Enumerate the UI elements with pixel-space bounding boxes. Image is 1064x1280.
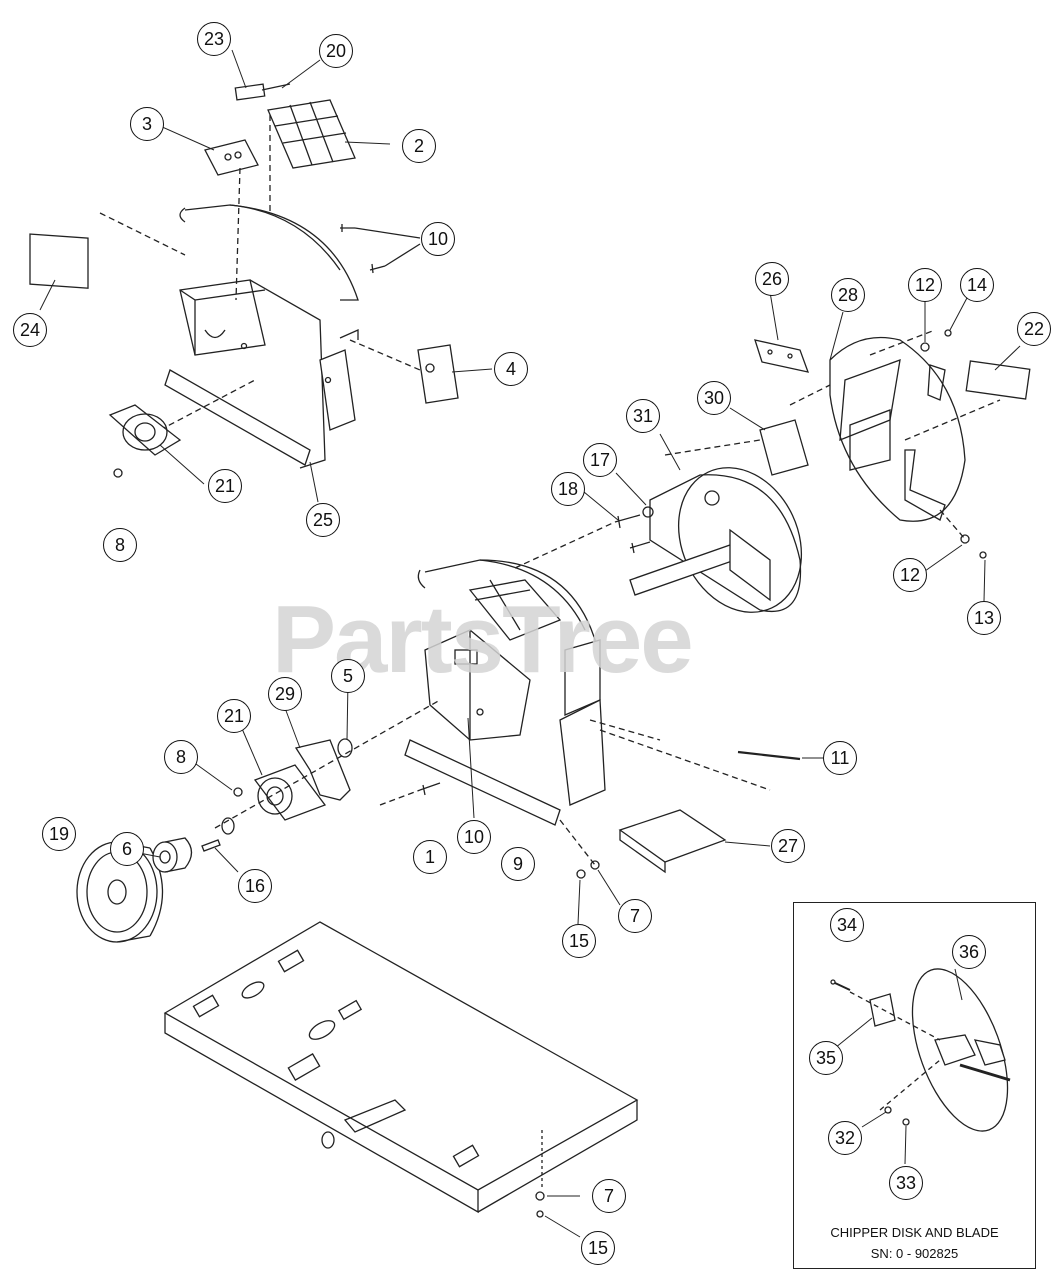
hub-6 bbox=[152, 837, 193, 873]
inset-title: CHIPPER DISK AND BLADE bbox=[830, 1225, 999, 1240]
callout-21-a[interactable]: 21 bbox=[208, 469, 242, 503]
callout-9[interactable]: 9 bbox=[501, 847, 535, 881]
decal-23 bbox=[234, 83, 266, 101]
callout-13[interactable]: 13 bbox=[967, 601, 1001, 635]
callout-15-a[interactable]: 15 bbox=[562, 924, 596, 958]
callout-33[interactable]: 33 bbox=[889, 1166, 923, 1200]
callout-11[interactable]: 11 bbox=[823, 741, 857, 775]
callout-28[interactable]: 28 bbox=[831, 278, 865, 312]
callout-14[interactable]: 14 bbox=[960, 268, 994, 302]
plate-29 bbox=[294, 739, 351, 801]
callout-12-a[interactable]: 12 bbox=[908, 268, 942, 302]
callout-2[interactable]: 2 bbox=[402, 129, 436, 163]
inset-subtitle: SN: 0 - 902825 bbox=[870, 1246, 959, 1261]
callout-27[interactable]: 27 bbox=[771, 829, 805, 863]
callout-32[interactable]: 32 bbox=[828, 1121, 862, 1155]
upper-housing-assembly bbox=[99, 115, 421, 469]
inset-chipper-disk bbox=[830, 968, 1011, 1132]
callout-5[interactable]: 5 bbox=[331, 659, 365, 693]
callout-30[interactable]: 30 bbox=[697, 381, 731, 415]
callout-34[interactable]: 34 bbox=[830, 908, 864, 942]
decal-3 bbox=[204, 139, 259, 176]
flange-bearing-lower bbox=[233, 764, 327, 821]
decal-4 bbox=[417, 344, 459, 404]
callout-15-b[interactable]: 15 bbox=[581, 1231, 615, 1265]
ring-5 bbox=[337, 738, 353, 758]
lower-housing-1 bbox=[404, 559, 771, 826]
key-16 bbox=[201, 839, 221, 852]
decal-24 bbox=[29, 233, 89, 289]
rod-11 bbox=[737, 750, 801, 761]
base-frame bbox=[163, 921, 639, 1214]
chipper-disk-28 bbox=[829, 336, 966, 522]
callout-35[interactable]: 35 bbox=[809, 1041, 843, 1075]
callout-23[interactable]: 23 bbox=[197, 22, 231, 56]
callout-1[interactable]: 1 bbox=[413, 840, 447, 874]
blade-26 bbox=[754, 339, 810, 373]
callout-25[interactable]: 25 bbox=[306, 503, 340, 537]
callout-12-b[interactable]: 12 bbox=[893, 558, 927, 592]
inset-box bbox=[793, 902, 1036, 1269]
callout-10-b[interactable]: 10 bbox=[457, 820, 491, 854]
callout-4[interactable]: 4 bbox=[494, 352, 528, 386]
callout-7-b[interactable]: 7 bbox=[592, 1179, 626, 1213]
callout-19[interactable]: 19 bbox=[42, 817, 76, 851]
callout-24[interactable]: 24 bbox=[13, 313, 47, 347]
callout-20[interactable]: 20 bbox=[319, 34, 353, 68]
callout-31[interactable]: 31 bbox=[626, 399, 660, 433]
callout-7-a[interactable]: 7 bbox=[618, 899, 652, 933]
callout-10-a[interactable]: 10 bbox=[421, 222, 455, 256]
callout-8-a[interactable]: 8 bbox=[103, 528, 137, 562]
guard-27 bbox=[618, 809, 727, 874]
callout-22[interactable]: 22 bbox=[1017, 312, 1051, 346]
callout-29[interactable]: 29 bbox=[268, 677, 302, 711]
callout-leaders bbox=[39, 49, 1021, 1238]
flange-bearing-upper bbox=[108, 404, 182, 478]
decal-2 bbox=[267, 99, 356, 169]
callout-3[interactable]: 3 bbox=[130, 107, 164, 141]
callout-16[interactable]: 16 bbox=[238, 869, 272, 903]
chipper-disk-31 bbox=[629, 467, 803, 613]
callout-6[interactable]: 6 bbox=[110, 832, 144, 866]
callout-26[interactable]: 26 bbox=[755, 262, 789, 296]
callout-18[interactable]: 18 bbox=[551, 472, 585, 506]
blade-30 bbox=[759, 419, 809, 476]
callout-17[interactable]: 17 bbox=[583, 443, 617, 477]
callout-36[interactable]: 36 bbox=[952, 935, 986, 969]
callout-21-b[interactable]: 21 bbox=[217, 699, 251, 733]
callout-8-b[interactable]: 8 bbox=[164, 740, 198, 774]
